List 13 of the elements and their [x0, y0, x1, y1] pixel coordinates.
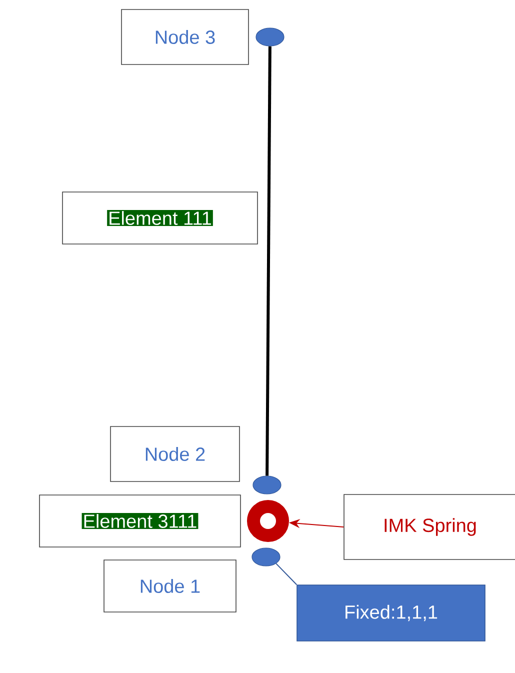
element-line: [266, 46, 272, 476]
support-box: Fixed:1,1,1: [296, 584, 486, 642]
spring-ring: [247, 500, 289, 542]
node-label-box: Node 2: [110, 426, 240, 482]
spring-label-box: IMK Spring: [344, 494, 515, 560]
node-label-box: Node 3: [121, 9, 249, 65]
joint-dot: [252, 476, 282, 494]
node-label-box: Node 1: [104, 560, 236, 612]
element-label-box: Element 3111: [39, 494, 241, 548]
leader-line: [276, 563, 298, 586]
joint-dot: [252, 548, 280, 566]
joint-dot: [256, 28, 284, 46]
element-label-box: Element 111: [62, 192, 258, 244]
